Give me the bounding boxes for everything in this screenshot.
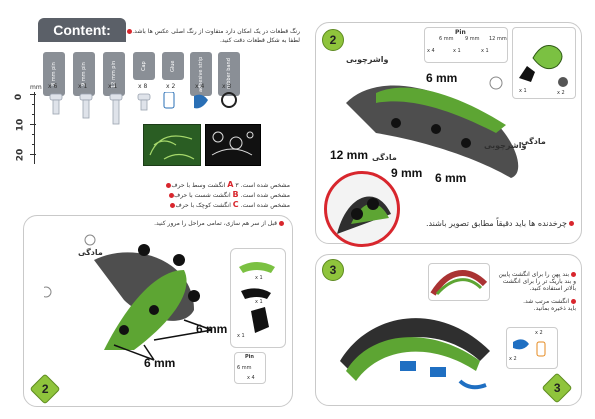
- step2-top-note: چرخدنده ها باید دقیقاً مطابق تصویر باشند…: [404, 219, 574, 228]
- washer-label-1: واشرچوبی: [346, 55, 389, 64]
- step3-magnifier-box: [428, 263, 490, 301]
- ruler-unit: mm: [30, 84, 42, 91]
- part-count-rubber: x 3: [222, 83, 232, 90]
- ruler-tick-0: 0: [14, 93, 25, 101]
- step3-badge-bottom: 3: [541, 372, 573, 404]
- part-count-12mm: x 1: [108, 83, 118, 90]
- dim-6mm-a: 6 mm: [426, 71, 458, 85]
- ruler: mm 0 10 20: [14, 84, 44, 165]
- dim-9mm: 9 mm: [391, 166, 423, 180]
- step3-panel: 3 بند پهن را برای انگشت پایین و بند باری…: [315, 254, 582, 406]
- step2-top-pin-box: Pin x 4 x 1 x 1 6 mm 9 mm 12 mm: [424, 27, 508, 63]
- pins-illustration: [49, 92, 237, 125]
- content-title: Content:: [53, 22, 111, 38]
- intro-line-1: رنگ قطعات در یک امکان دارد متفاوت از رنگ…: [132, 28, 300, 35]
- step2-bottom-panel: قبل از سر هم سازی، تمامی مراحل را مرور ک…: [23, 215, 293, 407]
- pin-size-2: 12 mm: [489, 36, 507, 42]
- finger-legend: مشخص شده است. A ۳ انگشت وسط با حرف مشخص …: [150, 180, 290, 209]
- step2-bottom-pin-box: Pin 6 mm x 4: [234, 352, 266, 384]
- content-section: Content: رنگ قطعات در یک امکان دارد متفا…: [0, 0, 300, 210]
- bottom-piece-count-2: x 1: [237, 333, 245, 339]
- female-label-2: مادگی: [521, 137, 546, 146]
- step3-note-1: بند پهن را برای انگشت پایین و بند باریک …: [498, 271, 576, 312]
- pin-size-1: 9 mm: [465, 36, 480, 42]
- part-count-glue: x 2: [166, 83, 176, 90]
- intro-text: رنگ قطعات در یک امکان دارد متفاوت از رنگ…: [127, 28, 300, 44]
- female-label-1: مادگی: [372, 153, 397, 162]
- piece-count-1: x 2: [557, 90, 565, 96]
- ruler-tick-20: 20: [15, 148, 26, 162]
- piece-count-0: x 1: [519, 88, 527, 94]
- pin-size-0: 6 mm: [439, 36, 454, 42]
- step2-top-pieces-box: x 1 x 2: [512, 27, 576, 99]
- step2-bottom-assembly: [44, 234, 213, 361]
- bottom-piece-count-0: x 1: [255, 275, 263, 281]
- step2-bottom-note: قبل از سر هم سازی، تمامی مراحل را مرور ک…: [84, 220, 284, 227]
- part-count-cap: x 8: [138, 83, 148, 90]
- bottom-pin-header: Pin: [245, 354, 254, 360]
- step2-top-magnifier: [324, 171, 400, 247]
- part-count-8mm: x 6: [48, 83, 58, 90]
- content-title-tab: Content:: [38, 18, 126, 42]
- pin-header: Pin: [455, 29, 466, 36]
- part-tag-cap: Cap: [133, 52, 155, 80]
- part-tag-glue: Glue: [162, 52, 184, 80]
- intro-line-2: لطفا به شکل قطعات دقت کنید.: [219, 37, 300, 44]
- step3-parts-box: x 2 x 2: [506, 327, 558, 369]
- dim-6mm-bottom-a: 6 mm: [196, 322, 228, 336]
- step3-badge-top: 3: [322, 259, 344, 281]
- bottom-pin-count: x 4: [247, 375, 255, 381]
- part-count-9mm: x 1: [78, 83, 88, 90]
- pin-count-0: x 4: [427, 48, 435, 54]
- step3-count-1: x 2: [509, 356, 517, 362]
- female-label-bottom: مادگی: [78, 248, 103, 257]
- step2-top-panel: 2 واشرچوبی واشرچوبی مادگی مادگی 6 mm 12 …: [315, 22, 582, 247]
- parts-sheet-black: [205, 124, 261, 166]
- parts-sheet-green: [143, 124, 201, 166]
- step2-bottom-pieces-box: x 1 x 1 x 1: [230, 248, 286, 348]
- bottom-pin-size: 6 mm: [237, 365, 252, 371]
- pin-count-2: x 1: [481, 48, 489, 54]
- dim-12mm: 12 mm: [330, 148, 369, 162]
- bottom-piece-count-1: x 1: [255, 299, 263, 305]
- step2-top-assembly: [346, 76, 519, 178]
- step2-top-badge: 2: [322, 29, 344, 51]
- pin-count-1: x 1: [453, 48, 461, 54]
- part-count-adhesive: x 4: [195, 83, 205, 90]
- dim-6mm-b: 6 mm: [435, 171, 467, 185]
- step3-assembly: [340, 318, 490, 390]
- ruler-tick-10: 10: [15, 118, 26, 132]
- step3-count-0: x 2: [535, 330, 543, 336]
